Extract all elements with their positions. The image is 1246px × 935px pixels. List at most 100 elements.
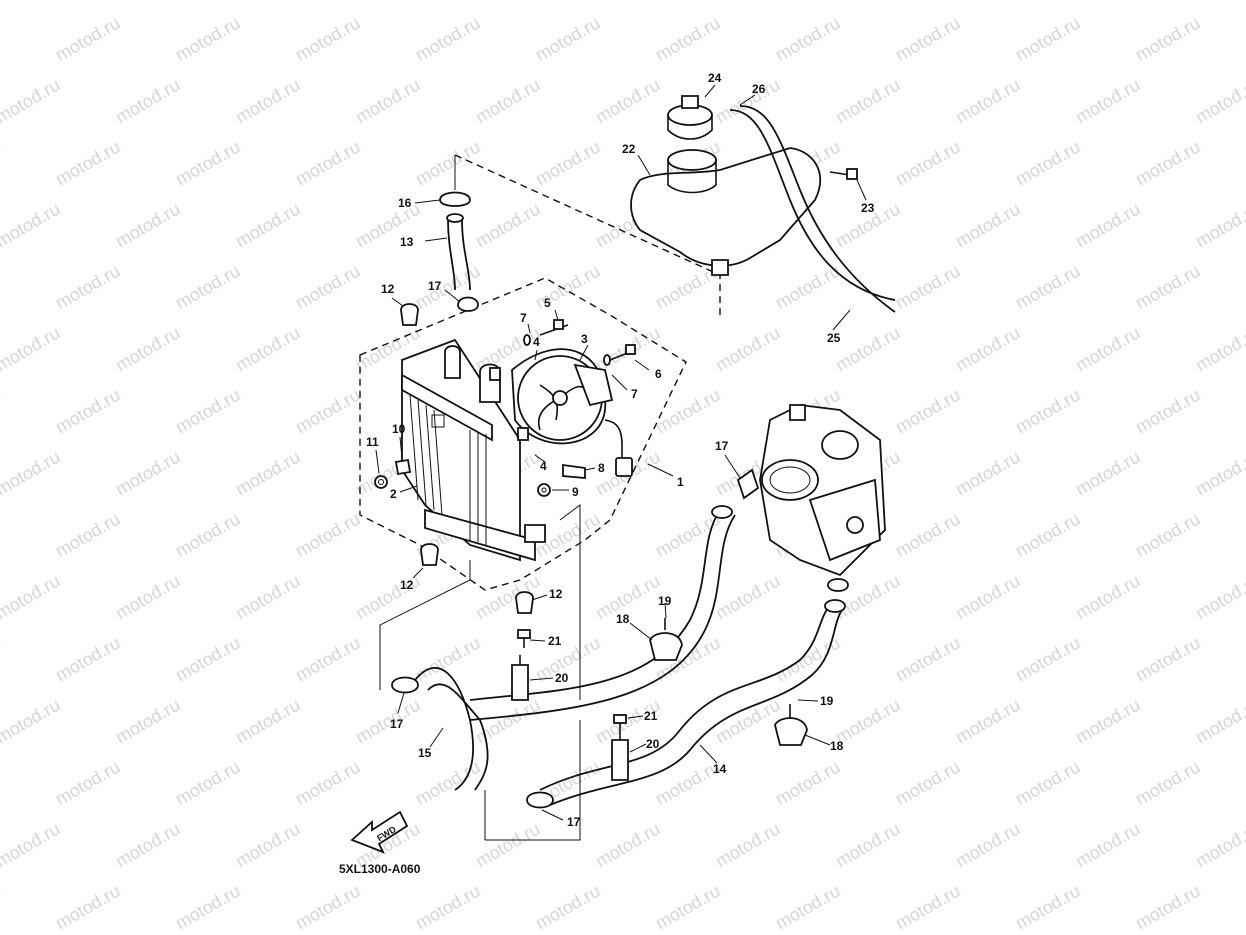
watermark-text: motod.ru	[412, 137, 484, 190]
callout-16: 16	[398, 196, 412, 210]
callout-12a: 12	[381, 282, 395, 296]
watermark-text: motod.ru	[532, 881, 604, 934]
watermark-text: motod.ru	[892, 13, 964, 66]
callout-4: 4	[533, 335, 540, 349]
watermark-text: motod.ru	[1192, 75, 1246, 128]
watermark-text: motod.ru	[1072, 819, 1144, 872]
watermark-text: motod.ru	[112, 199, 184, 252]
watermark-text: motod.ru	[892, 137, 964, 190]
watermark-text: motod.ru	[1012, 757, 1084, 810]
callout-12b: 12	[400, 578, 414, 592]
watermark-text: motod.ru	[772, 881, 844, 934]
watermark-text: motod.ru	[112, 819, 184, 872]
leader-lines	[375, 84, 867, 821]
watermark-text: motod.ru	[472, 0, 544, 3]
callout-26: 26	[752, 82, 766, 96]
watermark-text: motod.ru	[772, 13, 844, 66]
watermark-text: motod.ru	[1132, 881, 1204, 934]
watermark-text: motod.ru	[952, 571, 1024, 624]
watermark-text: motod.ru	[652, 385, 724, 438]
watermark-text: motod.ru	[112, 0, 184, 3]
watermark-text: motod.ru	[532, 13, 604, 66]
watermark-text: motod.ru	[52, 509, 124, 562]
watermark-text: motod.ru	[112, 571, 184, 624]
watermark-text: motod.ru	[1192, 323, 1246, 376]
watermark-text: motod.ru	[292, 633, 364, 686]
watermark-text: motod.ru	[472, 75, 544, 128]
watermark-text: motod.ru	[0, 509, 4, 562]
watermark-text: motod.ru	[172, 633, 244, 686]
radiator	[401, 338, 546, 562]
watermark-text: motod.ru	[52, 633, 124, 686]
watermark-text: motod.ru	[1132, 261, 1204, 314]
watermark-text: motod.ru	[232, 199, 304, 252]
watermark-text: motod.ru	[412, 633, 484, 686]
reservoir-tank	[630, 95, 896, 313]
watermark-text: motod.ru	[232, 571, 304, 624]
watermark-text: motod.ru	[1132, 13, 1204, 66]
watermark-text: motod.ru	[172, 13, 244, 66]
thermostat-housing	[736, 404, 886, 577]
watermark-text: motod.ru	[952, 819, 1024, 872]
watermark-text: motod.ru	[1012, 13, 1084, 66]
diagram-code: 5XL1300-A060	[339, 862, 421, 876]
callout-17c: 17	[390, 717, 404, 731]
watermark-text: motod.ru	[172, 385, 244, 438]
watermark-text: motod.ru	[1012, 385, 1084, 438]
watermark-text: motod.ru	[652, 509, 724, 562]
watermark-text: motod.ru	[232, 447, 304, 500]
watermark-text: motod.ru	[532, 137, 604, 190]
watermark-text: motod.ru	[1012, 509, 1084, 562]
watermark-text: motod.ru	[1192, 447, 1246, 500]
callout-20b: 20	[646, 737, 660, 751]
callout-19b: 19	[820, 694, 834, 708]
watermark-text: motod.ru	[352, 75, 424, 128]
watermark-text: motod.ru	[472, 199, 544, 252]
watermark-text: motod.ru	[0, 13, 4, 66]
watermark-text: motod.ru	[0, 323, 64, 376]
watermark-text: motod.ru	[652, 881, 724, 934]
watermark-text: motod.ru	[52, 757, 124, 810]
watermark-text: motod.ru	[412, 881, 484, 934]
watermark-text: motod.ru	[952, 323, 1024, 376]
callout-25: 25	[827, 331, 841, 345]
watermark-text: motod.ru	[352, 695, 424, 748]
callout-11: 11	[366, 435, 379, 449]
watermark-text: motod.ru	[1012, 137, 1084, 190]
watermark-text: motod.ru	[0, 881, 4, 934]
watermark-text: motod.ru	[0, 695, 64, 748]
callout-4b: 4	[540, 459, 547, 473]
watermark-text: motod.ru	[412, 13, 484, 66]
callout-17a: 17	[428, 279, 442, 293]
reference-lines	[379, 504, 581, 841]
watermark-text: motod.ru	[0, 75, 64, 128]
watermark-text: motod.ru	[592, 819, 664, 872]
watermark-text: motod.ru	[1132, 509, 1204, 562]
callout-2: 2	[390, 487, 397, 501]
watermark-text: motod.ru	[952, 0, 1024, 3]
callout-labels: 1 2 3 4 4 5 6 7 7 8 9 10 11 12 12 12 13 …	[366, 71, 875, 829]
watermark-text: motod.ru	[0, 819, 64, 872]
callout-17d: 17	[567, 815, 581, 829]
watermark-text: motod.ru	[1072, 199, 1144, 252]
watermark-text: motod.ru	[0, 137, 4, 190]
watermark-text: motod.ru	[892, 757, 964, 810]
callout-8: 8	[598, 461, 605, 475]
watermark-text: motod.ru	[952, 199, 1024, 252]
watermark-text: motod.ru	[712, 75, 784, 128]
watermark-text: motod.ru	[1192, 695, 1246, 748]
callout-19a: 19	[658, 594, 672, 608]
watermark-text: motod.ru	[0, 633, 4, 686]
callout-7: 7	[520, 311, 527, 325]
watermark-text: motod.ru	[1192, 0, 1246, 3]
watermark-text: motod.ru	[952, 447, 1024, 500]
watermark-text: motod.ru	[352, 0, 424, 3]
callout-3: 3	[581, 332, 588, 346]
watermark-text: motod.ru	[652, 13, 724, 66]
watermark-text: motod.ru	[892, 385, 964, 438]
watermark-text: motod.ru	[712, 323, 784, 376]
watermark-text: motod.ru	[1072, 323, 1144, 376]
watermark-text: motod.ru	[0, 571, 64, 624]
watermark-text: motod.ru	[712, 819, 784, 872]
